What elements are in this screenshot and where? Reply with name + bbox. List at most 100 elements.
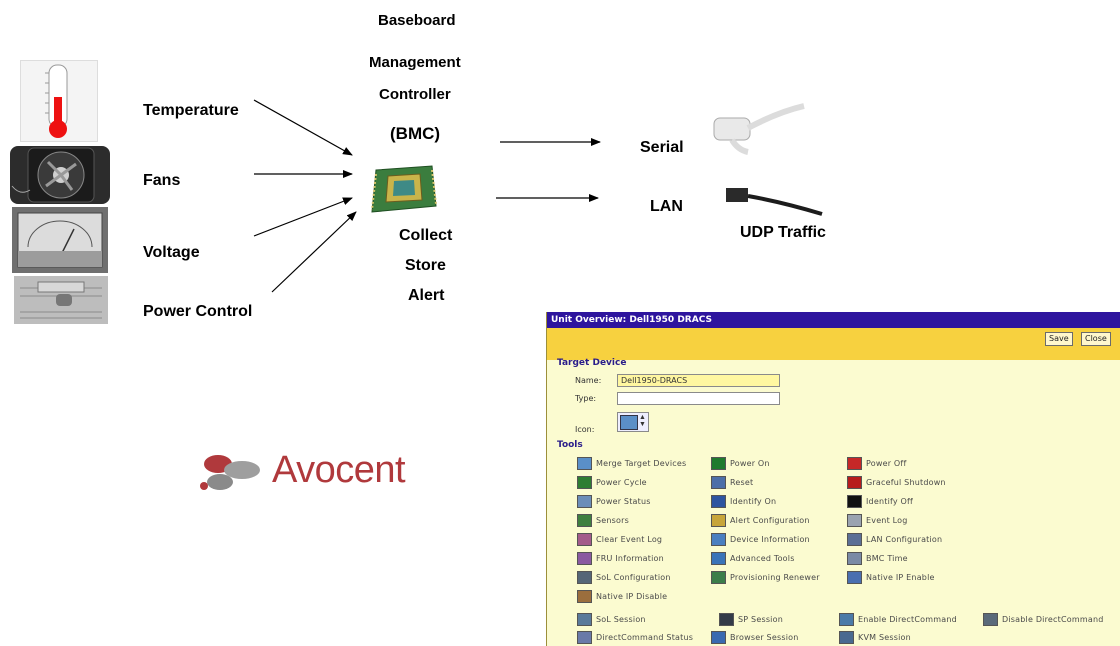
function-alert: Alert <box>408 287 445 304</box>
tool-power-status[interactable]: Power Status <box>577 494 651 509</box>
tool-fru-info[interactable]: FRU Information <box>577 551 664 566</box>
tool-alert-config[interactable]: Alert Configuration <box>711 513 810 528</box>
label-serial: Serial <box>640 139 684 156</box>
tool-dc-status[interactable]: DirectCommand Status <box>577 630 693 645</box>
tool-event-log[interactable]: Event Log <box>847 513 908 528</box>
tool-power-off[interactable]: Power Off <box>847 456 906 471</box>
type-label: Type: <box>575 394 597 403</box>
merge-icon <box>577 457 592 470</box>
tool-label: Device Information <box>730 535 810 544</box>
voltmeter-image <box>12 207 108 273</box>
tool-bmc-time[interactable]: BMC Time <box>847 551 908 566</box>
sol-config-icon <box>577 571 592 584</box>
tools-heading: Tools <box>557 440 583 450</box>
type-input[interactable] <box>617 392 780 405</box>
tool-native-ip-enable[interactable]: Native IP Enable <box>847 570 935 585</box>
tool-label: SoL Configuration <box>596 573 671 582</box>
window-toolbar <box>547 328 1120 360</box>
tool-label: Power Cycle <box>596 478 647 487</box>
tool-reset[interactable]: Reset <box>711 475 753 490</box>
clear-log-icon <box>577 533 592 546</box>
device-info-icon <box>711 533 726 546</box>
unit-overview-window: Unit Overview: Dell1950 DRACS Save Close… <box>546 312 1120 646</box>
label-voltage: Voltage <box>143 244 200 261</box>
disable-dc-icon <box>983 613 998 626</box>
function-collect: Collect <box>399 227 453 244</box>
spinner-arrows-icon[interactable]: ▲▼ <box>639 414 646 428</box>
tool-label: Native IP Enable <box>866 573 935 582</box>
tool-kvm-session[interactable]: KVM Session <box>839 630 911 645</box>
dc-status-icon <box>577 631 592 644</box>
tool-advanced-tools[interactable]: Advanced Tools <box>711 551 795 566</box>
power-off-icon <box>847 457 862 470</box>
tool-lan-config[interactable]: LAN Configuration <box>847 532 942 547</box>
lan-cable-image <box>722 182 826 222</box>
tool-label: Event Log <box>866 516 908 525</box>
native-ip-enable-icon <box>847 571 862 584</box>
tool-browser-session[interactable]: Browser Session <box>711 630 798 645</box>
tool-power-cycle[interactable]: Power Cycle <box>577 475 647 490</box>
serial-cable-image <box>708 102 808 158</box>
icon-label: Icon: <box>575 425 595 434</box>
icon-picker[interactable]: ▲▼ <box>617 412 649 432</box>
power-on-icon <box>711 457 726 470</box>
tool-label: Graceful Shutdown <box>866 478 946 487</box>
tool-disable-dc[interactable]: Disable DirectCommand <box>983 612 1104 627</box>
lan-config-icon <box>847 533 862 546</box>
tool-provisioning[interactable]: Provisioning Renewer <box>711 570 820 585</box>
sol-session-icon <box>577 613 592 626</box>
bmc-title-line-4: (BMC) <box>390 124 441 143</box>
device-icon <box>620 415 638 430</box>
tool-sol-config[interactable]: SoL Configuration <box>577 570 671 585</box>
tool-native-ip-disable[interactable]: Native IP Disable <box>577 589 667 604</box>
label-power-control: Power Control <box>143 303 253 320</box>
arrow-voltage <box>253 197 353 237</box>
bmc-title-line-3: Controller <box>379 86 451 103</box>
browser-session-icon <box>711 631 726 644</box>
tool-identify-off[interactable]: Identify Off <box>847 494 913 509</box>
bmc-time-icon <box>847 552 862 565</box>
name-label: Name: <box>575 376 602 385</box>
arrow-temperature <box>253 99 353 156</box>
tool-identify-on[interactable]: Identify On <box>711 494 776 509</box>
sensors-icon <box>577 514 592 527</box>
save-button[interactable]: Save <box>1045 332 1073 346</box>
tool-label: Clear Event Log <box>596 535 663 544</box>
window-titlebar: Unit Overview: Dell1950 DRACS <box>547 312 1120 328</box>
tool-sol-session[interactable]: SoL Session <box>577 612 646 627</box>
tool-label: Power Status <box>596 497 651 506</box>
tool-label: Identify Off <box>866 497 914 506</box>
tool-label: Sensors <box>596 516 629 525</box>
shutdown-icon <box>847 476 862 489</box>
tool-device-info[interactable]: Device Information <box>711 532 810 547</box>
provisioning-icon <box>711 571 726 584</box>
tool-label: BMC Time <box>866 554 908 563</box>
tool-merge[interactable]: Merge Target Devices <box>577 456 686 471</box>
tool-sensors[interactable]: Sensors <box>577 513 629 528</box>
power-status-icon <box>577 495 592 508</box>
tool-enable-dc[interactable]: Enable DirectCommand <box>839 612 957 627</box>
label-lan: LAN <box>650 198 683 215</box>
close-button[interactable]: Close <box>1081 332 1111 346</box>
tool-label: Alert Configuration <box>730 516 810 525</box>
power-cycle-icon <box>577 476 592 489</box>
tool-label: Disable DirectCommand <box>1002 615 1104 624</box>
sp-session-icon <box>719 613 734 626</box>
name-input[interactable]: Dell1950-DRACS <box>617 374 780 387</box>
thermometer-image <box>20 60 98 142</box>
arrow-power-control <box>271 211 357 293</box>
native-ip-disable-icon <box>577 590 592 603</box>
identify-off-icon <box>847 495 862 508</box>
power-control-image <box>14 276 108 324</box>
tool-label: Identify On <box>730 497 777 506</box>
tool-label: Native IP Disable <box>596 592 668 601</box>
fru-info-icon <box>577 552 592 565</box>
tool-power-on[interactable]: Power On <box>711 456 770 471</box>
tool-sp-session[interactable]: SP Session <box>719 612 783 627</box>
tool-label: Browser Session <box>730 633 799 642</box>
tool-shutdown[interactable]: Graceful Shutdown <box>847 475 946 490</box>
target-device-heading: Target Device <box>557 358 627 368</box>
tool-label: Provisioning Renewer <box>730 573 820 582</box>
tool-clear-log[interactable]: Clear Event Log <box>577 532 662 547</box>
tool-label: SoL Session <box>596 615 646 624</box>
